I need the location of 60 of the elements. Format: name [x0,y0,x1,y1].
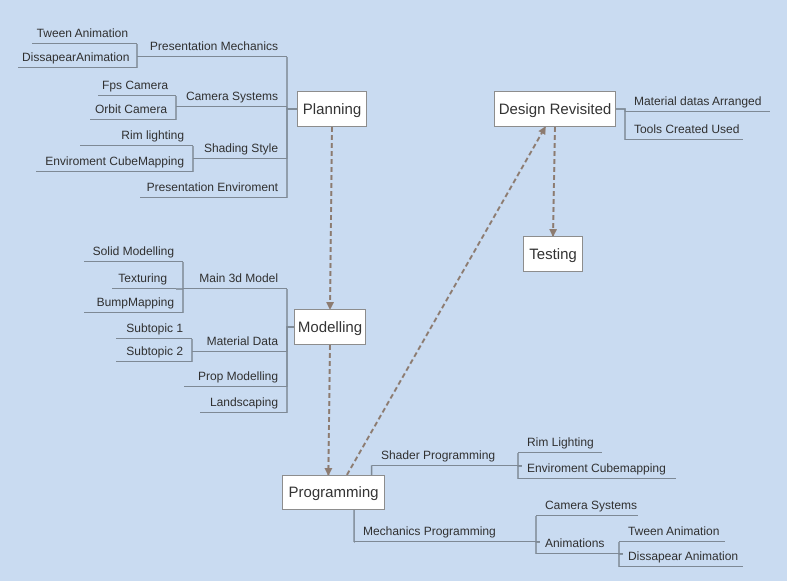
branch-label: Shader Programming [372,448,522,466]
branch-label: Landscaping [200,395,287,413]
branch-label: Presentation Mechanics [137,39,287,57]
connector-line [286,326,294,413]
connector-line [353,510,355,543]
branch-label: Rim Lighting [518,435,602,453]
connector-line [136,43,138,57]
topic-box: Design Revisited [494,91,616,127]
branch-label: Enviroment Cubemapping [518,461,676,479]
branch-label: Animations [536,536,623,554]
connector-line [182,261,184,289]
branch-label: Tween Animation [32,26,137,44]
dashed-arrow [324,344,332,476]
branch-label: Orbit Camera [90,102,176,120]
connector-line [175,95,177,107]
connector-line [175,107,177,121]
connector-line [517,465,522,479]
dashed-arrow [326,126,334,310]
branch-label: Texturing [112,271,176,289]
connector-line [286,108,297,198]
branch-label: Fps Camera [98,78,176,96]
branch-label: BumpMapping [84,295,183,313]
connector-line [182,289,184,314]
branch-label: Presentation Enviroment [140,180,287,198]
connector-line [192,145,194,159]
branch-label: Solid Modelling [84,244,183,262]
connector-line [535,516,540,543]
branch-label: Subtopic 2 [116,344,192,362]
branch-label: Material datas Arranged [625,94,770,112]
branch-label: Rim lighting [80,128,193,146]
branch-label: DissapearAnimation [18,50,137,68]
connector-line [191,338,193,352]
branch-label: Main 3d Model [183,271,287,289]
branch-label: Enviroment CubeMapping [36,154,193,172]
dashed-arrow [549,126,558,237]
connector-line [517,453,522,467]
branch-label: Prop Modelling [184,369,287,387]
branch-label: Subtopic 1 [116,321,192,339]
connector-line [616,108,626,140]
branch-label: Dissapear Animation [619,549,743,567]
topic-box: Planning [297,91,367,127]
connector-line [618,553,623,567]
topic-box: Programming [282,475,385,510]
branch-label: Camera Systems [536,498,638,516]
connector-line [370,465,373,475]
branch-label: Mechanics Programming [354,524,540,542]
topic-box: Testing [523,236,583,272]
branch-label: Camera Systems [176,89,287,107]
topic-box: Modelling [294,309,366,345]
connector-line [618,542,623,555]
branch-label: Material Data [192,334,287,352]
connector-line [191,352,193,363]
branch-label: Tween Animation [619,524,725,542]
connector-line [136,57,138,69]
branch-label: Shading Style [193,141,287,159]
branch-label: Tools Created Used [625,122,743,140]
connector-line [192,159,194,173]
dashed-arrow [346,126,546,476]
connector-line [535,541,540,554]
connector-line [176,288,184,290]
